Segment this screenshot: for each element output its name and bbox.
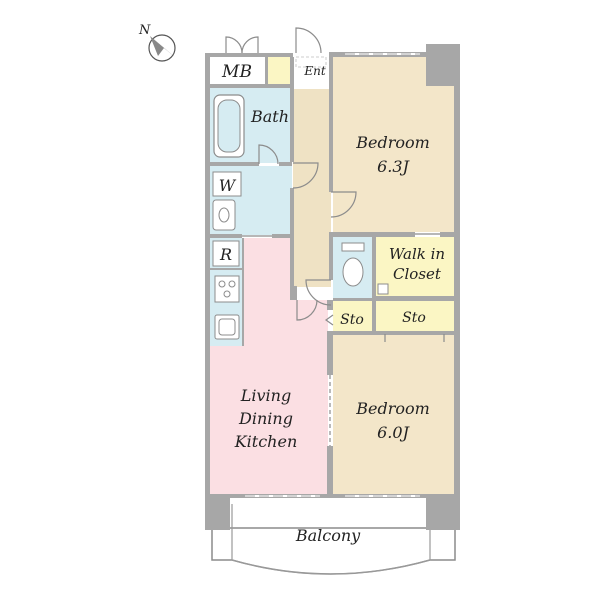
label-walk-in-2: Closet	[393, 265, 442, 283]
label-washroom: W	[219, 176, 237, 195]
label-bath: Bath	[250, 107, 289, 126]
label-bedroom-2: Bedroom	[355, 399, 430, 418]
compass-needle-icon	[150, 36, 176, 58]
compass-needle-shade	[150, 36, 164, 56]
label-walk-in-1: Walk in	[389, 245, 445, 263]
label-balcony: Balcony	[295, 526, 361, 545]
room-storage-left	[333, 301, 372, 331]
doors	[225, 27, 445, 446]
room-mb-closet	[268, 57, 290, 84]
windows	[245, 53, 420, 497]
label-ent: Ent	[303, 64, 325, 78]
room-walk-in-closet	[376, 237, 455, 296]
closet-pipe-space	[377, 283, 389, 295]
label-ldk-3: Kitchen	[234, 432, 298, 451]
entrance-step	[295, 56, 327, 68]
label-storage-right: Sto	[402, 310, 426, 326]
label-bedroom-2-size: 6.0J	[377, 423, 410, 442]
balcony	[211, 504, 456, 575]
label-storage-left: Sto	[340, 312, 364, 328]
label-fridge: R	[219, 245, 232, 264]
wash-basin-icon	[212, 199, 236, 231]
label-mb: MB	[221, 62, 252, 82]
label-ldk-1: Living	[240, 386, 291, 405]
compass-label: N	[138, 23, 151, 38]
balcony-rail	[231, 504, 431, 575]
toilet-icon	[341, 242, 365, 287]
room-storage-right	[376, 301, 455, 331]
label-bedroom-1: Bedroom	[355, 133, 430, 152]
fridge-icon	[212, 240, 240, 267]
room-mb	[209, 57, 265, 84]
stove-icon	[214, 275, 240, 303]
room-corridor	[293, 89, 331, 287]
room-bedroom-2	[333, 334, 455, 497]
label-bedroom-1-size: 6.3J	[377, 157, 410, 176]
kitchen-sink-icon	[214, 314, 240, 340]
compass: N	[138, 23, 176, 62]
label-ldk-2: Dining	[238, 409, 293, 428]
bathtub-icon	[213, 94, 245, 158]
room-ldk	[209, 238, 328, 497]
washing-machine-icon	[212, 171, 242, 197]
